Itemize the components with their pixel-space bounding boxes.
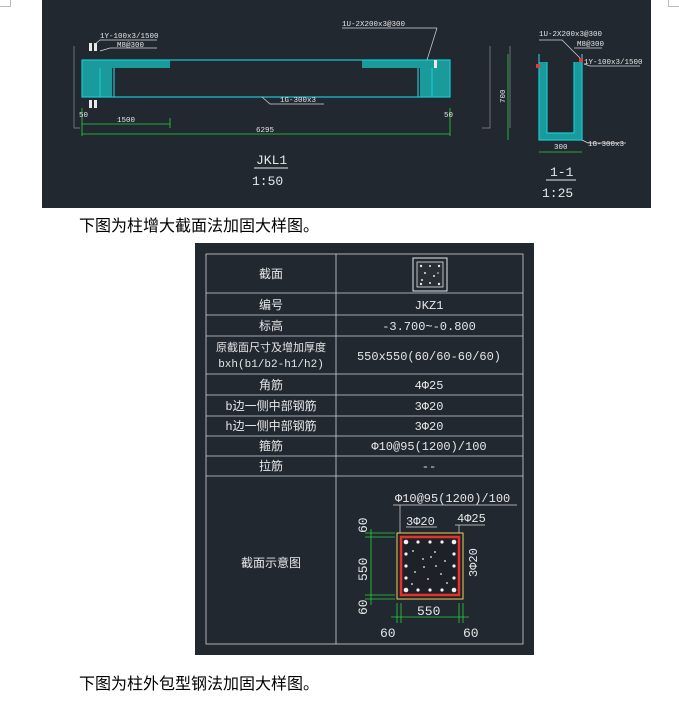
diagram-top-bars-label: 3Φ20 — [406, 515, 435, 529]
diagram-dim-60-bottom: 60 — [356, 599, 371, 615]
diagram-corner-bars-label: 4Φ25 — [457, 512, 486, 526]
diagram-dim-550-bottom: 550 — [417, 604, 440, 619]
label-bar-top-left: 1Y-100x3/1500 — [100, 33, 159, 41]
row-label-elevation: 标高 — [259, 318, 283, 334]
page-corner-mark-left — [0, 0, 11, 7]
elevation-title: JKL1 — [256, 153, 287, 168]
column-schedule-drawing: 截面 编号 JKZ1 标高 -3.700~-0.800 原截面尺寸及增加厚度 b… — [195, 243, 534, 655]
row-label-diagram: 截面示意图 — [241, 555, 301, 571]
row-value-b-side-bar: 3Φ20 — [415, 400, 444, 414]
support-outline — [73, 46, 511, 129]
row-label-size: 原截面尺寸及增加厚度 — [216, 340, 326, 355]
section-anchor-label: M8@300 — [577, 41, 605, 49]
row-label-section: 截面 — [259, 267, 283, 282]
column-table-canvas: 截面 编号 JKZ1 标高 -3.700~-0.800 原截面尺寸及增加厚度 b… — [205, 253, 524, 645]
section-1-1: 1U-2X200x3@300 M8@300 1Y-100x3/1500 1G-3… — [500, 31, 643, 201]
section-width-label: 300 — [554, 144, 568, 152]
beam-drawing-canvas: 1Y-100x3/1500 M8@300 1U-2X200x3@300 1G-3… — [73, 21, 643, 201]
section-top-label: 1U-2X200x3@300 — [539, 31, 603, 39]
section-thumbnail-icon — [412, 257, 448, 292]
row-label-tie: 拉筋 — [259, 458, 283, 474]
row-label-corner-bar: 角筋 — [259, 377, 283, 393]
row-value-corner-bar: 4Φ25 — [415, 379, 444, 393]
row-value-h-side-bar: 3Φ20 — [415, 420, 444, 434]
row-label-id: 编号 — [259, 297, 283, 313]
section-side-label: 1Y-100x3/1500 — [584, 59, 643, 67]
label-anchor-left: M8@300 — [117, 42, 145, 50]
page-corner-mark-right — [668, 0, 679, 7]
caption-column-steel-jacket: 下图为柱外包型钢法加固大样图。 — [79, 674, 320, 693]
diagram-dim-60-bl: 60 — [380, 626, 396, 641]
beam-outline — [81, 59, 451, 98]
dim-6295: 6295 — [256, 127, 275, 135]
diagram-stirrup-label: Φ10@95(1200)/100 — [395, 492, 510, 506]
row-label-h-side-bar: h边一侧中部钢筋 — [225, 418, 316, 434]
diagram-side-bars-label: 3Φ20 — [467, 548, 481, 577]
label-top-center: 1U-2X200x3@300 — [342, 21, 406, 29]
caption-column-enlarge-section: 下图为柱增大截面法加固大样图。 — [79, 216, 320, 235]
column-section-diagram: Φ10@95(1200)/100 3Φ20 4Φ25 3Φ20 — [356, 492, 517, 641]
label-bottom-center: 1G-300x3 — [280, 97, 317, 105]
dim-50-right: 50 — [444, 112, 454, 120]
diagram-dim-60-top: 60 — [356, 517, 371, 533]
section-scale: 1:25 — [542, 186, 573, 201]
jacket-hatch — [82, 60, 450, 97]
dim-50-left: 50 — [79, 112, 89, 120]
section-bottom-label: 1G-300x3 — [588, 141, 625, 149]
row-label-b-side-bar: b边一侧中部钢筋 — [225, 398, 316, 414]
section-title: 1-1 — [550, 165, 574, 180]
leader-lines — [93, 27, 438, 105]
row-label-size-sub: bxh(b1/b2-h1/h2) — [218, 359, 324, 371]
row-value-id: JKZ1 — [415, 299, 444, 313]
dim-1500: 1500 — [117, 117, 136, 125]
diagram-dim-60-br: 60 — [463, 626, 479, 641]
anchor-bolts — [89, 43, 437, 108]
row-value-elevation: -3.700~-0.800 — [382, 320, 476, 334]
dimension-lines — [81, 108, 451, 136]
row-value-tie: -- — [422, 460, 436, 474]
section-height-label: 700 — [500, 89, 508, 103]
beam-reinforcement-drawing: 1Y-100x3/1500 M8@300 1U-2X200x3@300 1G-3… — [42, 0, 651, 208]
elevation-scale: 1:50 — [252, 174, 283, 189]
table-grid — [205, 253, 524, 645]
row-label-stirrup: 箍筋 — [259, 438, 283, 454]
row-value-stirrup: Φ10@95(1200)/100 — [371, 440, 486, 454]
diagram-dim-550-left: 550 — [356, 558, 371, 581]
row-value-size: 550x550(60/60-60/60) — [357, 350, 501, 364]
